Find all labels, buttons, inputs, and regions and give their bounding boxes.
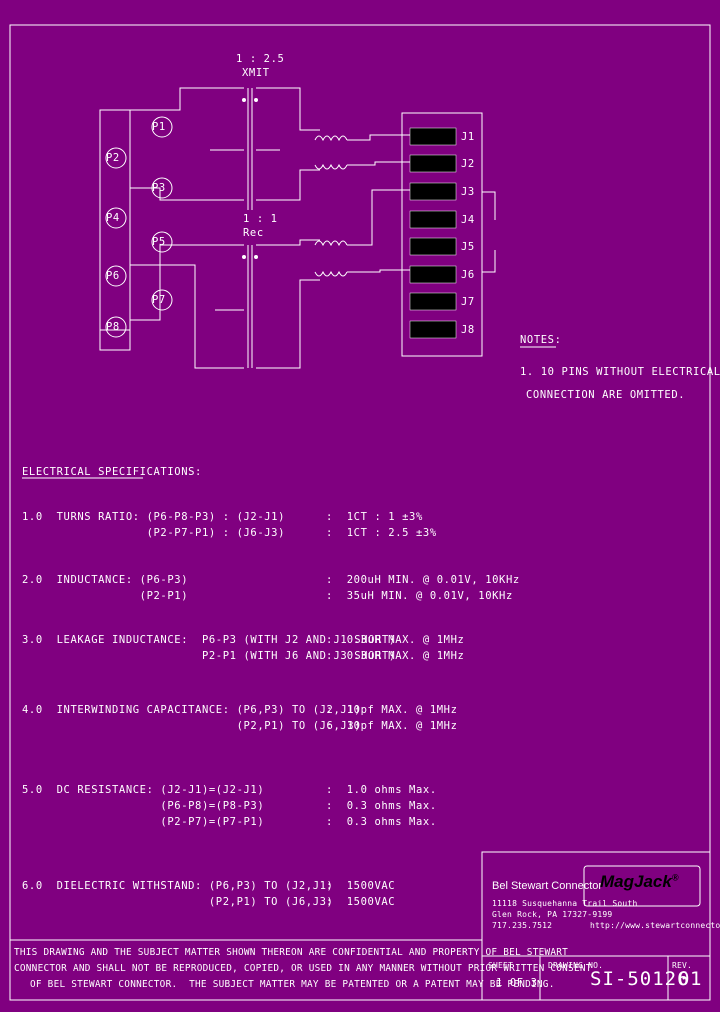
pin-label-p2: P2 xyxy=(106,152,120,164)
brand-logo-text: MagJack xyxy=(600,872,672,891)
jack-label-j3: J3 xyxy=(461,186,475,198)
company-name: Bel Stewart Connector xyxy=(492,880,603,892)
jack-label-j7: J7 xyxy=(461,296,475,308)
drawing-no-label: DRAWING NO. xyxy=(548,961,604,970)
jack-label-j2: J2 xyxy=(461,158,475,170)
spec-row-8-left: (P2,P1) TO (J6,J3) xyxy=(22,720,362,732)
spec-row-6-right: : 0.3uH MAX. @ 1MHz xyxy=(326,650,465,662)
spec-row-13-right: : 1500VAC xyxy=(326,896,396,908)
rev-value: 01 xyxy=(678,968,703,990)
spec-row-2-right: : 1CT : 2.5 ±3% xyxy=(326,527,437,539)
outer-border xyxy=(9,24,711,1001)
confidential-line-2: CONNECTOR AND SHALL NOT BE REPRODUCED, C… xyxy=(14,963,592,974)
spec-row-10-right: : 0.3 ohms Max. xyxy=(326,800,437,812)
rev-label: REV. xyxy=(672,961,693,970)
sheet-value: 1 OF 3 xyxy=(496,977,538,989)
drawing-no-value: SI-50126 xyxy=(590,968,690,990)
brand-logo-reg: ® xyxy=(671,872,679,883)
pin-label-p4: P4 xyxy=(106,212,120,224)
pin-label-p8: P8 xyxy=(106,321,120,333)
spec-row-3-left: 2.0 INDUCTANCE: (P6-P3) xyxy=(22,574,189,586)
website-link[interactable]: http://www.stewartconnector.com xyxy=(590,921,720,930)
specs-heading: ELECTRICAL SPECIFICATIONS: xyxy=(22,466,202,478)
sheet-label: SHEET xyxy=(488,961,514,970)
xmit-ratio-label: 1 : 2.5 xyxy=(236,53,285,65)
pin-label-p3: P3 xyxy=(152,182,166,194)
spec-row-8-right: : 10pf MAX. @ 1MHz xyxy=(326,720,458,732)
spec-row-12-right: : 1500VAC xyxy=(326,880,396,892)
spec-row-13-left: (P2,P1) TO (J6,J3) xyxy=(22,896,334,908)
brand-logo-box xyxy=(583,865,701,907)
spec-row-9-right: : 1.0 ohms Max. xyxy=(326,784,437,796)
jack-label-j1: J1 xyxy=(461,131,475,143)
notes-line-1: 1. 10 PINS WITHOUT ELECTRICAL xyxy=(520,366,720,378)
confidential-line-3: OF BEL STEWART CONNECTOR. THE SUBJECT MA… xyxy=(30,979,555,990)
spec-row-4-left: (P2-P1) xyxy=(22,590,189,602)
jack-slots xyxy=(409,127,457,339)
spec-row-4-right: : 35uH MIN. @ 0.01V, 10KHz xyxy=(326,590,513,602)
spec-row-11-left: (P2-P7)=(P7-P1) xyxy=(22,816,265,828)
pin-label-p7: P7 xyxy=(152,294,166,306)
left-pin-panel xyxy=(99,109,131,351)
spec-row-11-right: : 0.3 ohms Max. xyxy=(326,816,437,828)
spec-row-12-left: 6.0 DIELECTRIC WITHSTAND: (P6,P3) TO (J2… xyxy=(22,880,334,892)
spec-row-5-left: 3.0 LEAKAGE INDUCTANCE: P6-P3 (WITH J2 A… xyxy=(22,634,396,646)
pin-label-p1: P1 xyxy=(152,121,166,133)
confidential-line-1: THIS DRAWING AND THE SUBJECT MATTER SHOW… xyxy=(14,947,569,958)
rec-ratio-label: 1 : 1 xyxy=(243,213,278,225)
jack-label-j8: J8 xyxy=(461,324,475,336)
spec-row-1-left: 1.0 TURNS RATIO: (P6-P8-P3) : (J2-J1) xyxy=(22,511,286,523)
brand-logo: MagJack® xyxy=(600,872,678,892)
company-address-1: 11118 Susquehanna Trail South xyxy=(492,899,638,908)
jack-label-j4: J4 xyxy=(461,214,475,226)
rec-label: Rec xyxy=(243,227,264,239)
notes-heading: NOTES: xyxy=(520,334,562,346)
pin-label-p5: P5 xyxy=(152,236,166,248)
spec-row-1-right: : 1CT : 1 ±3% xyxy=(326,511,423,523)
company-address-2: Glen Rock, PA 17327-9199 xyxy=(492,910,613,919)
spec-row-7-right: : 10pf MAX. @ 1MHz xyxy=(326,704,458,716)
jack-label-j6: J6 xyxy=(461,269,475,281)
spec-row-10-left: (P6-P8)=(P8-P3) xyxy=(22,800,265,812)
spec-row-2-left: (P2-P7-P1) : (J6-J3) xyxy=(22,527,286,539)
spec-row-5-right: : 0.3uH MAX. @ 1MHz xyxy=(326,634,465,646)
pin-label-p6: P6 xyxy=(106,270,120,282)
notes-line-2: CONNECTION ARE OMITTED. xyxy=(526,389,686,401)
xmit-label: XMIT xyxy=(242,67,270,79)
title-block-frame xyxy=(481,851,711,1001)
spec-row-6-left: P2-P1 (WITH J6 AND J3 SHORT) xyxy=(22,650,396,662)
right-jack-panel xyxy=(401,112,483,357)
spec-row-3-right: : 200uH MIN. @ 0.01V, 10KHz xyxy=(326,574,520,586)
spec-row-9-left: 5.0 DC RESISTANCE: (J2-J1)=(J2-J1) xyxy=(22,784,265,796)
jack-label-j5: J5 xyxy=(461,241,475,253)
company-phone: 717.235.7512 xyxy=(492,921,553,930)
spec-row-7-left: 4.0 INTERWINDING CAPACITANCE: (P6,P3) TO… xyxy=(22,704,362,716)
